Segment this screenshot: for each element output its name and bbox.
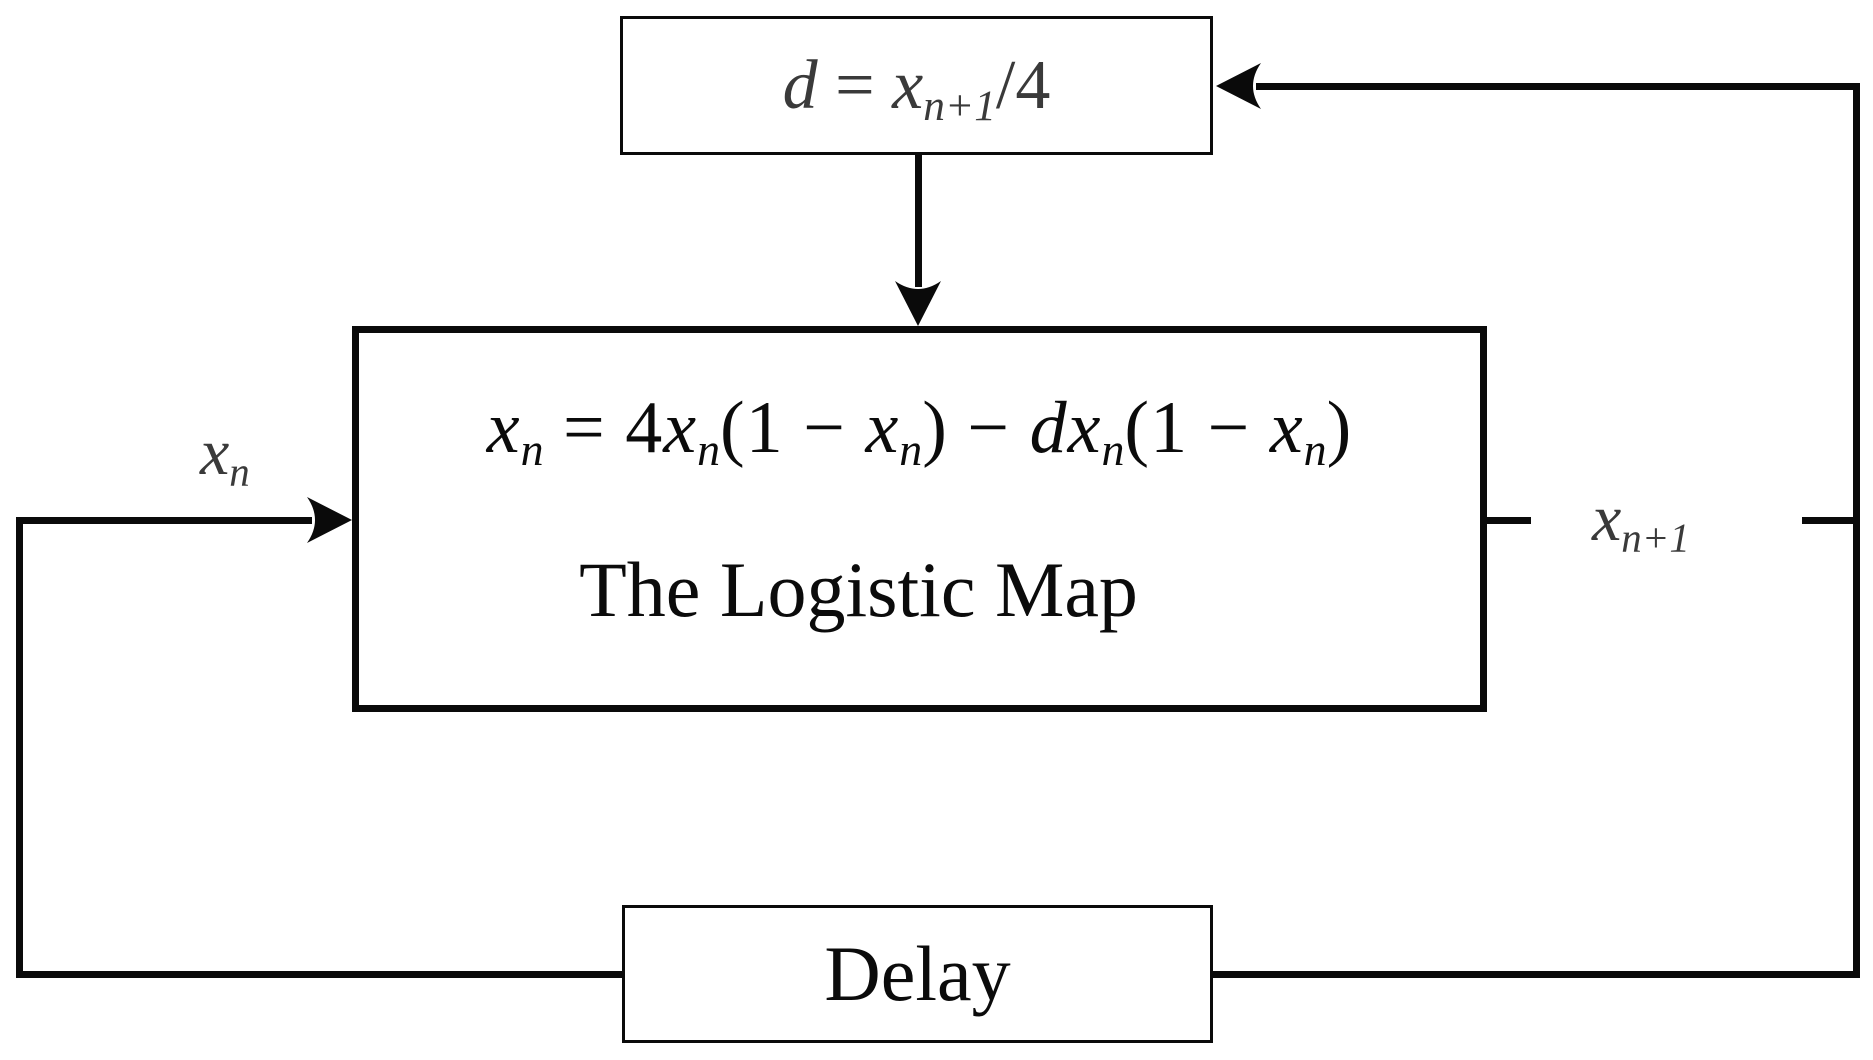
output-line-left-segment (1487, 517, 1531, 524)
input-arrowhead-icon (307, 497, 352, 543)
logistic-map-equation: xn = 4xn(1 − xn) − dxn(1 − xn) (486, 387, 1353, 475)
d-to-map-line (915, 155, 922, 287)
d-to-map-arrowhead-icon (895, 281, 941, 326)
d-formula-box: d = xn+1/4 (620, 16, 1213, 155)
feedback-arrowhead-icon (1216, 63, 1261, 109)
feedback-left-vertical-line (16, 517, 23, 978)
input-signal-label: xn (200, 416, 250, 495)
feedback-to-d-box-line (1256, 83, 1860, 90)
delay-box: Delay (622, 905, 1213, 1043)
logistic-map-box: xn = 4xn(1 − xn) − dxn(1 − xn) The Logis… (352, 326, 1487, 712)
logistic-map-title: The Logistic Map (579, 546, 1138, 633)
d-formula-text: d = xn+1/4 (782, 46, 1051, 130)
output-signal-label: xn+1 (1592, 482, 1690, 561)
output-line-right-segment (1802, 517, 1860, 524)
feedback-right-vertical-line (1853, 83, 1860, 978)
input-line (16, 517, 312, 524)
delay-label: Delay (824, 930, 1011, 1017)
